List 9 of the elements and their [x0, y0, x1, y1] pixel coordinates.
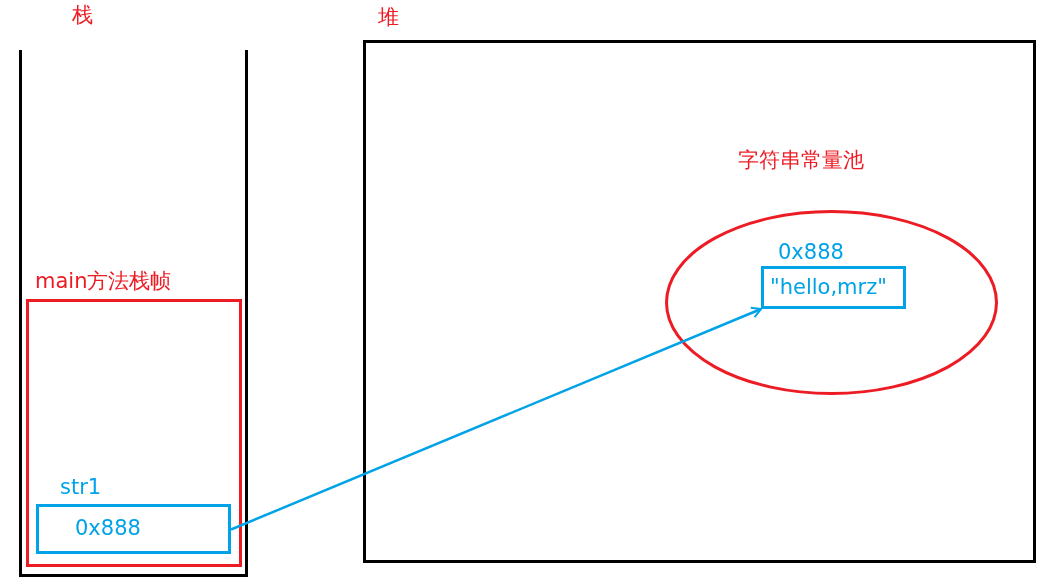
heading-label: 0x888: [778, 239, 844, 265]
value-text: 0x888: [75, 515, 141, 541]
value-text: "hello,mrz": [770, 274, 887, 300]
arrow: [230, 306, 762, 531]
heading-label: 栈: [72, 2, 93, 28]
heading-label: 字符串常量池: [738, 147, 864, 173]
heading-label: main方法栈帧: [35, 268, 172, 294]
heading-label: 堆: [378, 4, 399, 30]
heading-label: str1: [60, 474, 102, 500]
